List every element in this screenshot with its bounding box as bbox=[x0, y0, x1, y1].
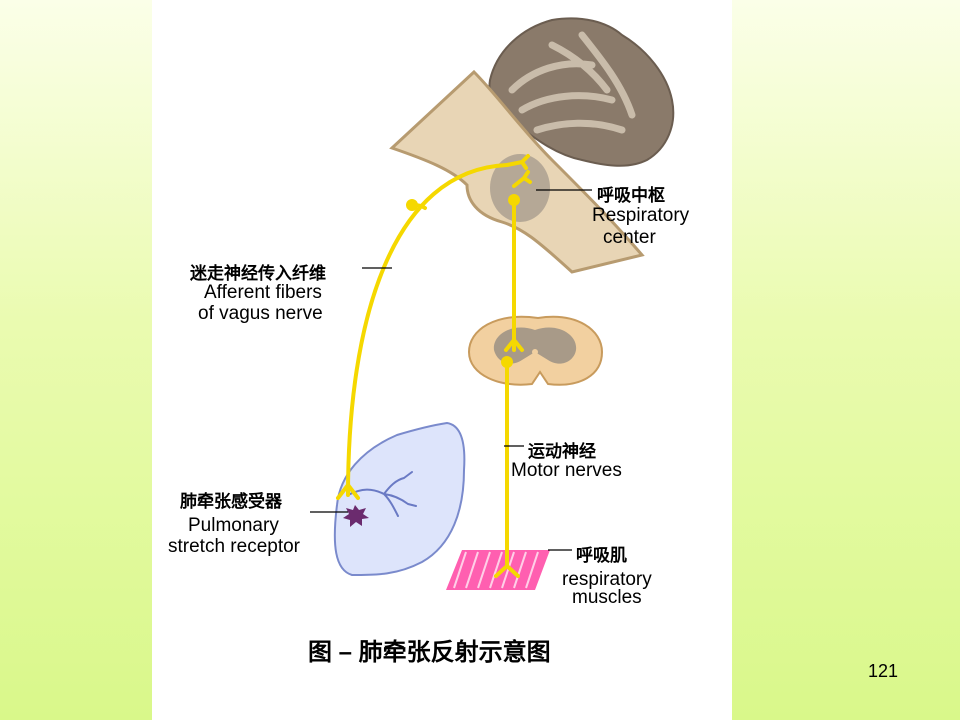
stretch-receptor-label-en-1: Pulmonary bbox=[188, 515, 279, 536]
vagus-label-en-2: of vagus nerve bbox=[198, 303, 323, 324]
motor-nerves-label-en: Motor nerves bbox=[511, 460, 622, 481]
respiratory-muscle-label-cn: 呼吸肌 bbox=[576, 546, 627, 565]
brainstem bbox=[389, 69, 645, 274]
vagus-label-cn: 迷走神经传入纤维 bbox=[190, 264, 326, 283]
motor-nerves-label-cn: 运动神经 bbox=[528, 442, 596, 461]
respiratory-muscle-label-en-2: muscles bbox=[572, 587, 642, 608]
respiratory-muscle-label-en-1: respiratory bbox=[562, 569, 652, 590]
stretch-receptor-label-en-2: stretch receptor bbox=[168, 536, 300, 557]
efferent-motor-pathway bbox=[494, 194, 524, 578]
stretch-receptor-label-cn: 肺牵张感受器 bbox=[180, 492, 282, 511]
respiratory-center-nucleus bbox=[490, 154, 550, 222]
page-number: 121 bbox=[868, 661, 899, 681]
slide-panel: 呼吸中枢 Respiratory center 迷走神经传入纤维 Afferen… bbox=[152, 0, 732, 720]
respiratory-center-label-en-1: Respiratory bbox=[592, 205, 690, 226]
stretch-reflex-diagram bbox=[310, 17, 675, 590]
vagus-label-en-1: Afferent fibers bbox=[204, 282, 322, 303]
respiratory-center-label-en-2: center bbox=[603, 227, 656, 248]
spinal-cord-section bbox=[467, 315, 604, 386]
figure-caption: 图 – 肺牵张反射示意图 bbox=[308, 639, 551, 666]
respiratory-muscle bbox=[446, 550, 550, 590]
afferent-vagus-nerve bbox=[336, 154, 532, 500]
stretch-receptor bbox=[343, 505, 369, 527]
respiratory-center-label-cn: 呼吸中枢 bbox=[597, 186, 665, 205]
leader-lines bbox=[310, 189, 592, 551]
lung bbox=[333, 421, 466, 577]
